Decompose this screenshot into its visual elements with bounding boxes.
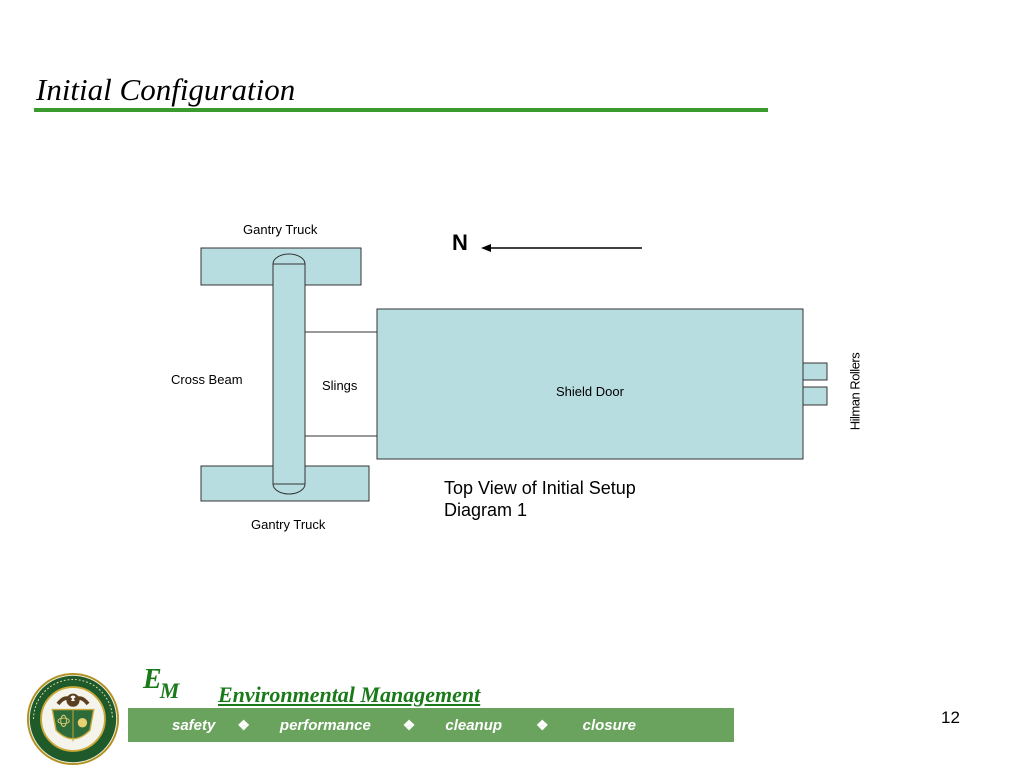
- footer-item-closure: closure: [582, 716, 636, 734]
- cross-beam: [272, 253, 306, 495]
- footer-item-safety: safety: [172, 716, 216, 734]
- footer-bar: safety ❖ performance ❖ cleanup ❖ closure: [128, 708, 734, 742]
- shield-door: [376, 308, 804, 460]
- cross-beam-label: Cross Beam: [171, 372, 243, 387]
- slide-title: Initial Configuration: [36, 72, 296, 107]
- gantry-truck-top-label: Gantry Truck: [243, 222, 318, 237]
- footer-separator-2: ❖: [402, 716, 416, 733]
- gantry-truck-bottom-label: Gantry Truck: [251, 517, 326, 532]
- em-logo-m: M: [159, 678, 180, 703]
- footer-separator-3: ❖: [536, 716, 549, 733]
- footer-item-performance: performance: [279, 716, 371, 734]
- footer-item-cleanup: cleanup: [445, 716, 503, 734]
- caption-line-1: Top View of Initial Setup: [444, 478, 636, 498]
- caption-line-2: Diagram 1: [444, 500, 528, 520]
- doe-seal-logo: [26, 672, 120, 766]
- em-logo: EM: [143, 664, 181, 703]
- diagram-caption: Top View of Initial Setup Diagram 1: [444, 477, 636, 521]
- title-underline: [34, 108, 768, 112]
- page-number: 12: [941, 708, 960, 727]
- north-arrow-head: [481, 244, 491, 252]
- em-logo-e: E: [143, 664, 162, 695]
- hilman-roller-1: [802, 362, 828, 381]
- footer-separator-1: ❖: [237, 716, 250, 733]
- slings-label: Slings: [322, 378, 358, 393]
- hilman-rollers-label: Hilman Rollers: [847, 352, 863, 431]
- shield-door-label: Shield Door: [556, 384, 624, 399]
- hilman-roller-2: [802, 386, 828, 406]
- org-name: Environmental Management: [218, 682, 481, 707]
- north-label: N: [452, 230, 468, 255]
